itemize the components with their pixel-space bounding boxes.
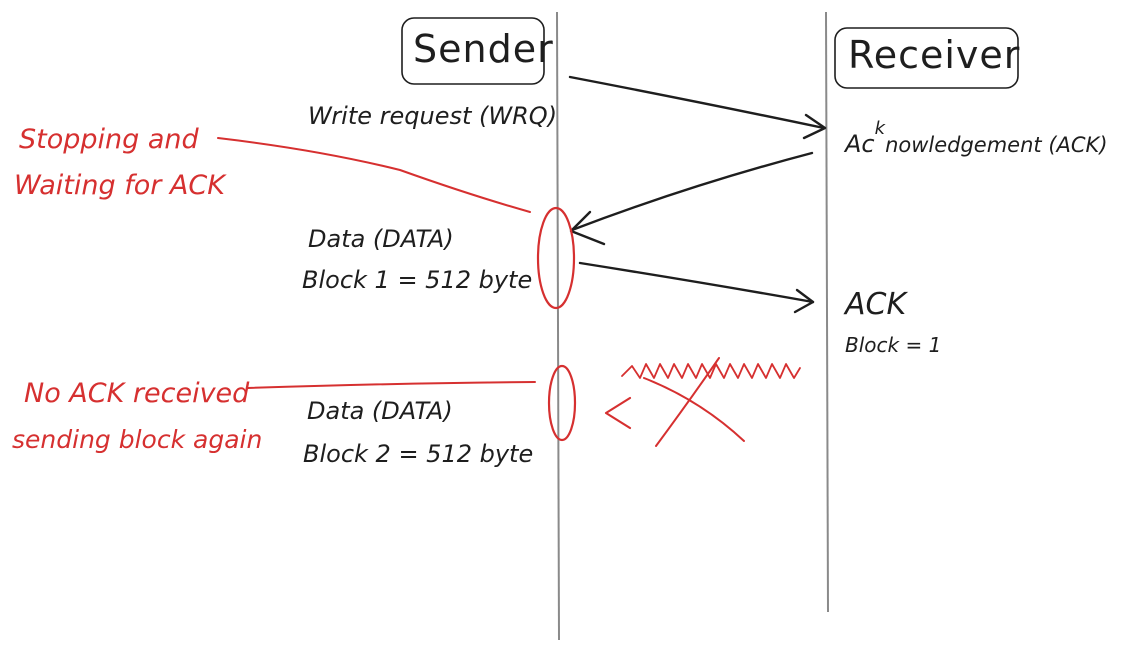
data1-arrow (578, 261, 815, 304)
lost-ack-cross-1 (643, 377, 745, 442)
receiver-lifeline (825, 11, 829, 613)
wrq-label: Write request (WRQ) (308, 102, 558, 130)
data1-label-line1: Data (DATA) (308, 225, 454, 253)
resend-connector (247, 381, 536, 389)
data1-label-line2: Block 1 = 512 byte (302, 266, 533, 294)
data1-arrowhead (793, 288, 815, 314)
lost-ack-arrowhead (604, 396, 632, 430)
ack1-label-line2: Block = 1 (845, 333, 942, 357)
ack-label-superscript: k (874, 118, 886, 139)
sender-lifeline (556, 11, 560, 641)
ack-label: Acknowledgement (ACK) (845, 118, 1108, 158)
stop-wait-note-line2: Waiting for ACK (14, 170, 225, 201)
resend-ellipse (547, 364, 577, 442)
wait-ellipse (536, 206, 576, 310)
sender-label: Sender (413, 27, 554, 71)
receiver-box (834, 27, 1019, 89)
ack-arrow (570, 151, 814, 232)
wrq-arrowhead (802, 113, 827, 140)
ack-label-suffix: nowledgement (ACK) (885, 133, 1108, 157)
ack1-label-line1: ACK (845, 287, 907, 322)
data2-label-line1: Data (DATA) (307, 397, 453, 425)
no-ack-note-line1: No ACK received (24, 378, 250, 409)
lost-ack-cross-2 (655, 357, 720, 447)
lost-ack-squiggle (621, 363, 801, 379)
stop-wait-note-line1: Stopping and (19, 124, 199, 155)
receiver-label: Receiver (848, 33, 1021, 77)
data2-label-line2: Block 2 = 512 byte (303, 440, 534, 468)
wait-connector (217, 137, 531, 213)
sender-box (401, 17, 545, 85)
wrq-arrow (568, 75, 826, 130)
ack-label-prefix: Ac (845, 130, 875, 158)
no-ack-note-line2: sending block again (12, 425, 263, 454)
